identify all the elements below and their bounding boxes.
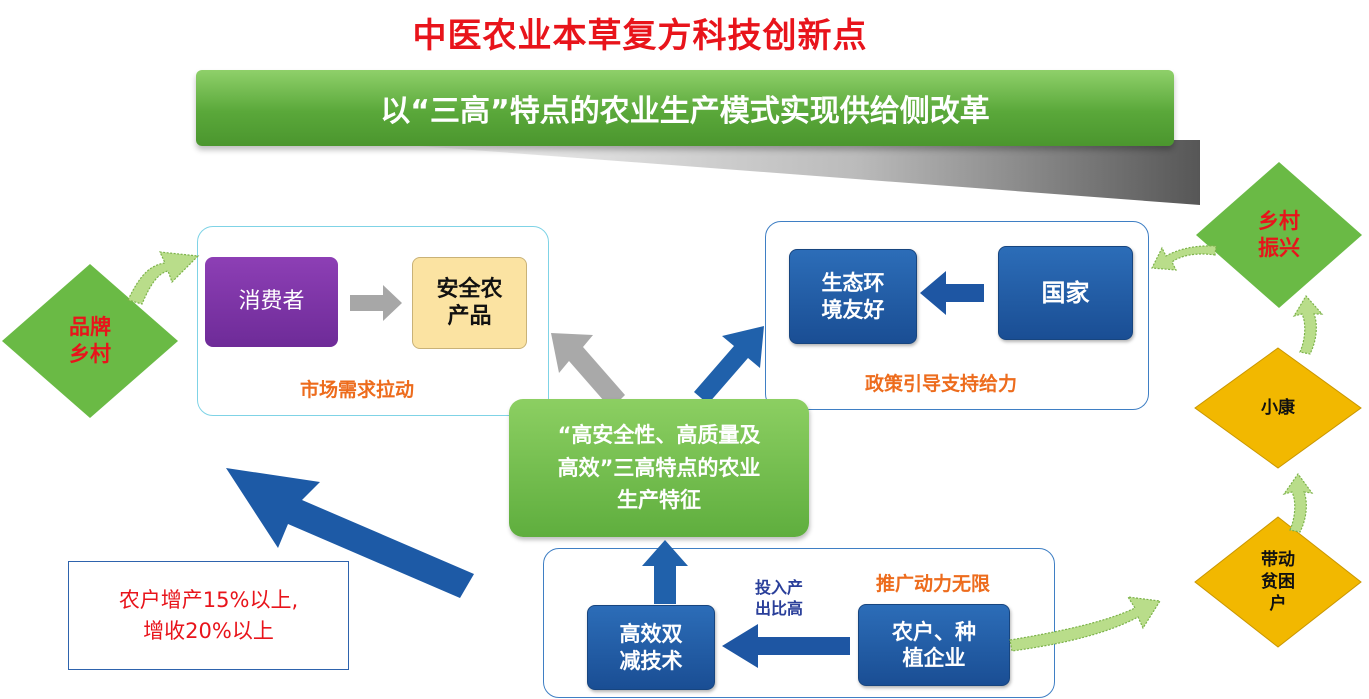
farmers-line-1: 农户、种 — [892, 619, 976, 644]
promotion-label: 推广动力无限 — [876, 573, 991, 595]
ratio-line-2: 出比高 — [755, 598, 804, 618]
consumer-label: 消费者 — [238, 289, 305, 315]
diagram-title: 中医农业本草复方科技创新点 — [412, 16, 868, 56]
tech-line-1: 高效双 — [619, 622, 683, 647]
poverty-line-3: 户 — [1269, 594, 1287, 615]
center-line-2: 高效”三高特点的农业 — [557, 455, 761, 480]
eco-box: 生态环 境友好 — [789, 249, 917, 344]
farmers-box: 农户、种 植企业 — [858, 604, 1010, 686]
curved-arrow-to-market — [127, 251, 200, 305]
poverty-line-1: 带动 — [1261, 549, 1295, 570]
safe-product-line-1: 安全农 — [436, 276, 503, 302]
diamond-brand-village: 品牌 乡村 — [0, 262, 180, 420]
ratio-label: 投入产 出比高 — [755, 578, 803, 620]
diamond-poverty: 带动 贫困 户 — [1193, 515, 1363, 649]
rural-revival-line-2: 振兴 — [1258, 236, 1300, 260]
diamond-rural-revival: 乡村 振兴 — [1194, 160, 1364, 310]
center-to-policy-arrow — [694, 326, 764, 404]
tech-line-2: 减技术 — [619, 648, 683, 673]
eco-line-2: 境友好 — [821, 297, 885, 322]
big-blue-arrow — [226, 468, 474, 598]
diamond-xiaokang: 小康 — [1193, 346, 1363, 470]
center-feature-box: “高安全性、高质量及 高效”三高特点的农业 生产特征 — [509, 399, 809, 537]
ratio-line-1: 投入产 — [755, 578, 804, 597]
tech-to-center-arrow — [642, 540, 688, 604]
rural-revival-line-1: 乡村 — [1258, 208, 1300, 233]
safe-product-box: 安全农 产品 — [412, 257, 527, 349]
consumer-box: 消费者 — [205, 257, 338, 347]
consumer-to-product-arrow — [350, 285, 402, 321]
state-box: 国家 — [998, 246, 1133, 340]
policy-label: 政策引导支持给力 — [865, 373, 1018, 395]
banner: 以“三高”特点的农业生产模式实现供给侧改革 — [196, 70, 1174, 146]
curved-arrow-to-policy — [1151, 245, 1217, 271]
farmers-line-2: 植企业 — [902, 646, 966, 670]
safe-product-line-2: 产品 — [447, 304, 492, 329]
curved-arrow-to-xiaokang — [1282, 472, 1314, 533]
curved-arrow-to-poverty — [1009, 596, 1162, 652]
xiaokang-label: 小康 — [1261, 397, 1295, 418]
poverty-line-2: 贫困 — [1261, 571, 1295, 592]
note-line-1: 农户增产15%以上, — [118, 588, 299, 613]
state-to-eco-arrow — [920, 271, 984, 315]
brand-village-line-2: 乡村 — [69, 342, 111, 366]
note-line-2: 增收20%以上 — [143, 618, 274, 643]
farmers-to-tech-arrow — [722, 624, 850, 668]
curved-arrow-to-rural-revival — [1292, 294, 1324, 355]
center-line-1: “高安全性、高质量及 — [557, 423, 761, 448]
tech-box: 高效双 减技术 — [587, 605, 715, 690]
eco-line-1: 生态环 — [821, 271, 885, 296]
yield-note-box: 农户增产15%以上, 增收20%以上 — [68, 561, 349, 670]
brand-village-line-1: 品牌 — [69, 314, 111, 339]
market-label: 市场需求拉动 — [300, 379, 415, 401]
center-to-market-arrow — [551, 333, 625, 409]
center-line-3: 生产特征 — [617, 488, 701, 513]
state-label: 国家 — [1041, 279, 1090, 307]
